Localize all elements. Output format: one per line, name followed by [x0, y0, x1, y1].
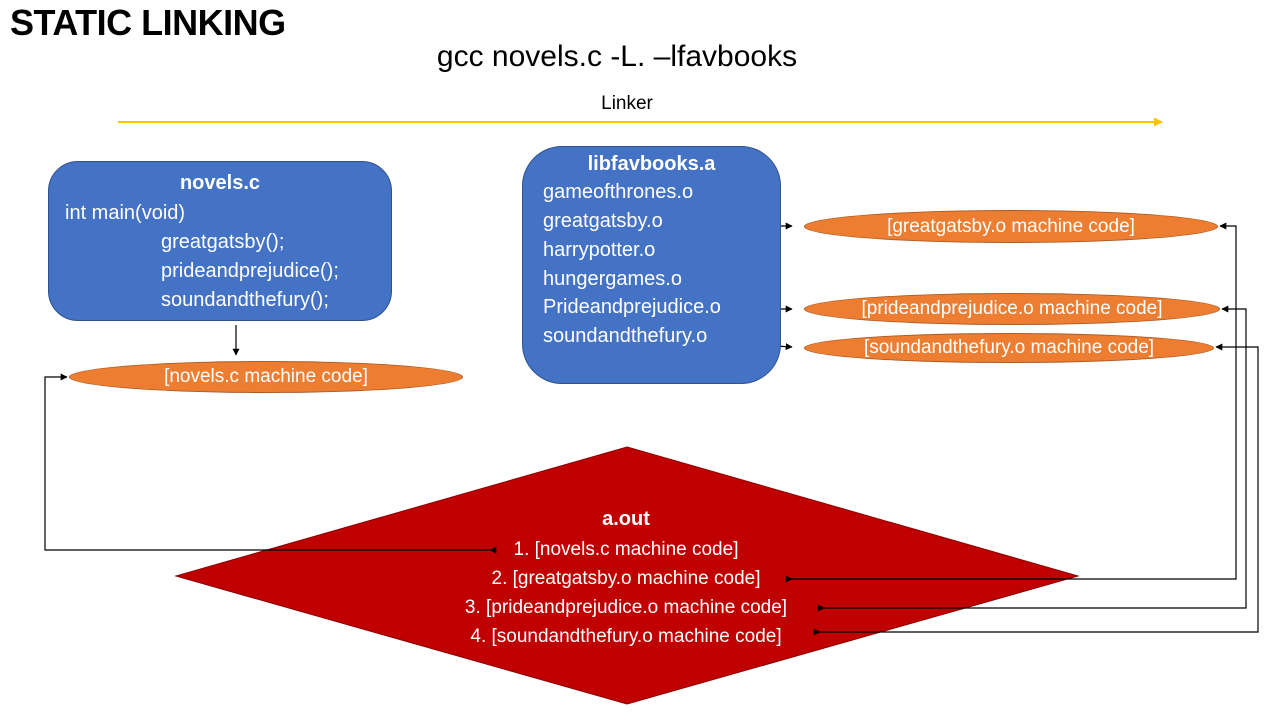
source-line: greatgatsby(); [161, 231, 285, 253]
aout-line: 4. [soundandthefury.o machine code] [470, 626, 782, 647]
aout-line: 3. [prideandprejudice.o machine code] [464, 597, 788, 618]
page-title: STATIC LINKING [10, 2, 286, 43]
library-item: gameofthrones.o [543, 181, 694, 203]
library-item: Prideandprejudice.o [543, 296, 721, 318]
prideandprejudice-machine-code-oval: [prideandprejudice.o machine code] [804, 293, 1220, 325]
library-item: greatgatsby.o [543, 210, 663, 232]
library-archive-box: libfavbooks.a gameofthrones.o greatgatsb… [522, 146, 781, 384]
source-line: soundandthefury(); [161, 289, 329, 311]
aout-contents: a.out 1. [novels.c machine code] 2. [gre… [380, 508, 872, 651]
link-connector-novels [44, 373, 497, 554]
greatgatsby-machine-code-oval: [greatgatsby.o machine code] [804, 210, 1218, 243]
library-title: libfavbooks.a [587, 153, 716, 175]
source-line: int main(void) [65, 202, 186, 224]
linker-label: Linker [601, 93, 653, 114]
link-connector-soundandthefury [813, 343, 1259, 636]
novels-machine-code-oval: [novels.c machine code] [69, 361, 463, 393]
source-line: prideandprejudice(); [161, 260, 339, 282]
gcc-command: gcc novels.c -L. –lfavbooks [436, 40, 798, 73]
library-item: harrypotter.o [543, 239, 656, 261]
source-file-title: novels.c [179, 172, 261, 194]
aout-title: a.out [602, 508, 650, 530]
aout-line: 2. [greatgatsby.o machine code] [491, 568, 761, 589]
library-item: soundandthefury.o [543, 325, 708, 347]
aout-line: 1. [novels.c machine code] [513, 539, 739, 560]
library-item: hungergames.o [543, 268, 682, 290]
soundandthefury-machine-code-oval: [soundandthefury.o machine code] [804, 333, 1214, 363]
source-file-box: novels.c int main(void) greatgatsby(); p… [48, 161, 392, 321]
